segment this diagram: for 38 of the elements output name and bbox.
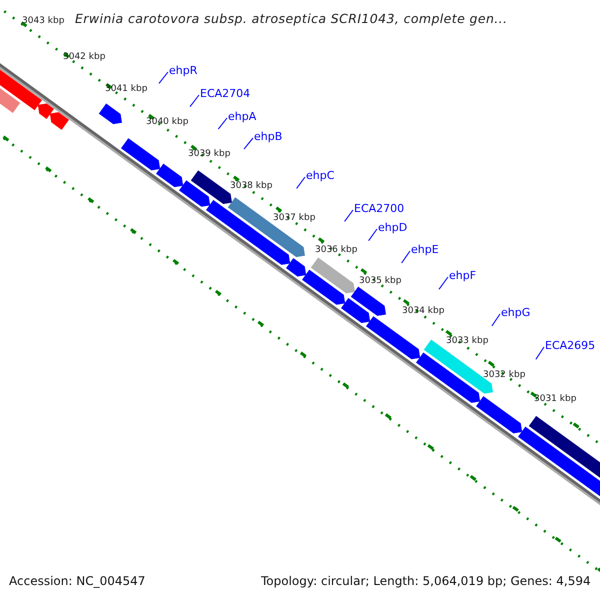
scale-label: 3038 kbp	[230, 181, 272, 191]
scale-label: 3036 kbp	[315, 245, 358, 255]
scale-label: 3034 kbp	[402, 306, 444, 316]
leader-line	[438, 276, 448, 290]
leader-line	[368, 228, 378, 242]
leader-line	[190, 94, 200, 108]
leader-line	[218, 118, 228, 130]
gene-label: ehpA	[228, 110, 256, 123]
scale-label: 3041 kbp	[105, 84, 148, 94]
gene-label: ehpR	[169, 64, 198, 77]
gene-label: ehpE	[411, 243, 439, 256]
gene-label: ehpD	[378, 221, 408, 234]
title: Erwinia carotovora subsp. atroseptica SCRI1043, complete gen...	[75, 11, 508, 26]
leader-line	[491, 314, 500, 326]
scale-label: 3040 kbp	[146, 117, 188, 127]
scale-label: 3035 kbp	[359, 276, 402, 286]
leader-line	[244, 138, 254, 150]
scale-label: 3043 kbp	[22, 16, 64, 26]
leader-line	[344, 210, 354, 222]
scale-label: 3042 kbp	[63, 52, 106, 62]
gene-label: ECA2700	[354, 202, 404, 215]
footer-text: Topology: circular; Length: 5,064,019 bp; Genes: 4,594	[261, 574, 591, 588]
gene-label: ehpC	[306, 169, 334, 182]
scale-label: 3032 kbp	[483, 370, 526, 380]
leader-line	[296, 176, 306, 189]
gene-label: ehpG	[501, 306, 530, 319]
scale-label: 3033 kbp	[446, 336, 488, 346]
scale-label: 3039 kbp	[188, 149, 230, 159]
leader-line	[158, 72, 168, 84]
gene-label: ECA2695	[545, 339, 596, 352]
footer-text: Accession: NC_004547	[9, 574, 146, 588]
gene-label: ehpB	[254, 130, 282, 143]
scale-label: 3037 kbp	[273, 213, 316, 223]
leader-line	[401, 250, 410, 264]
gene-label: ehpF	[449, 269, 476, 282]
gene-label: ECA2704	[200, 87, 250, 100]
scale-label: 3031 kbp	[534, 394, 576, 404]
leader-line	[535, 346, 544, 360]
